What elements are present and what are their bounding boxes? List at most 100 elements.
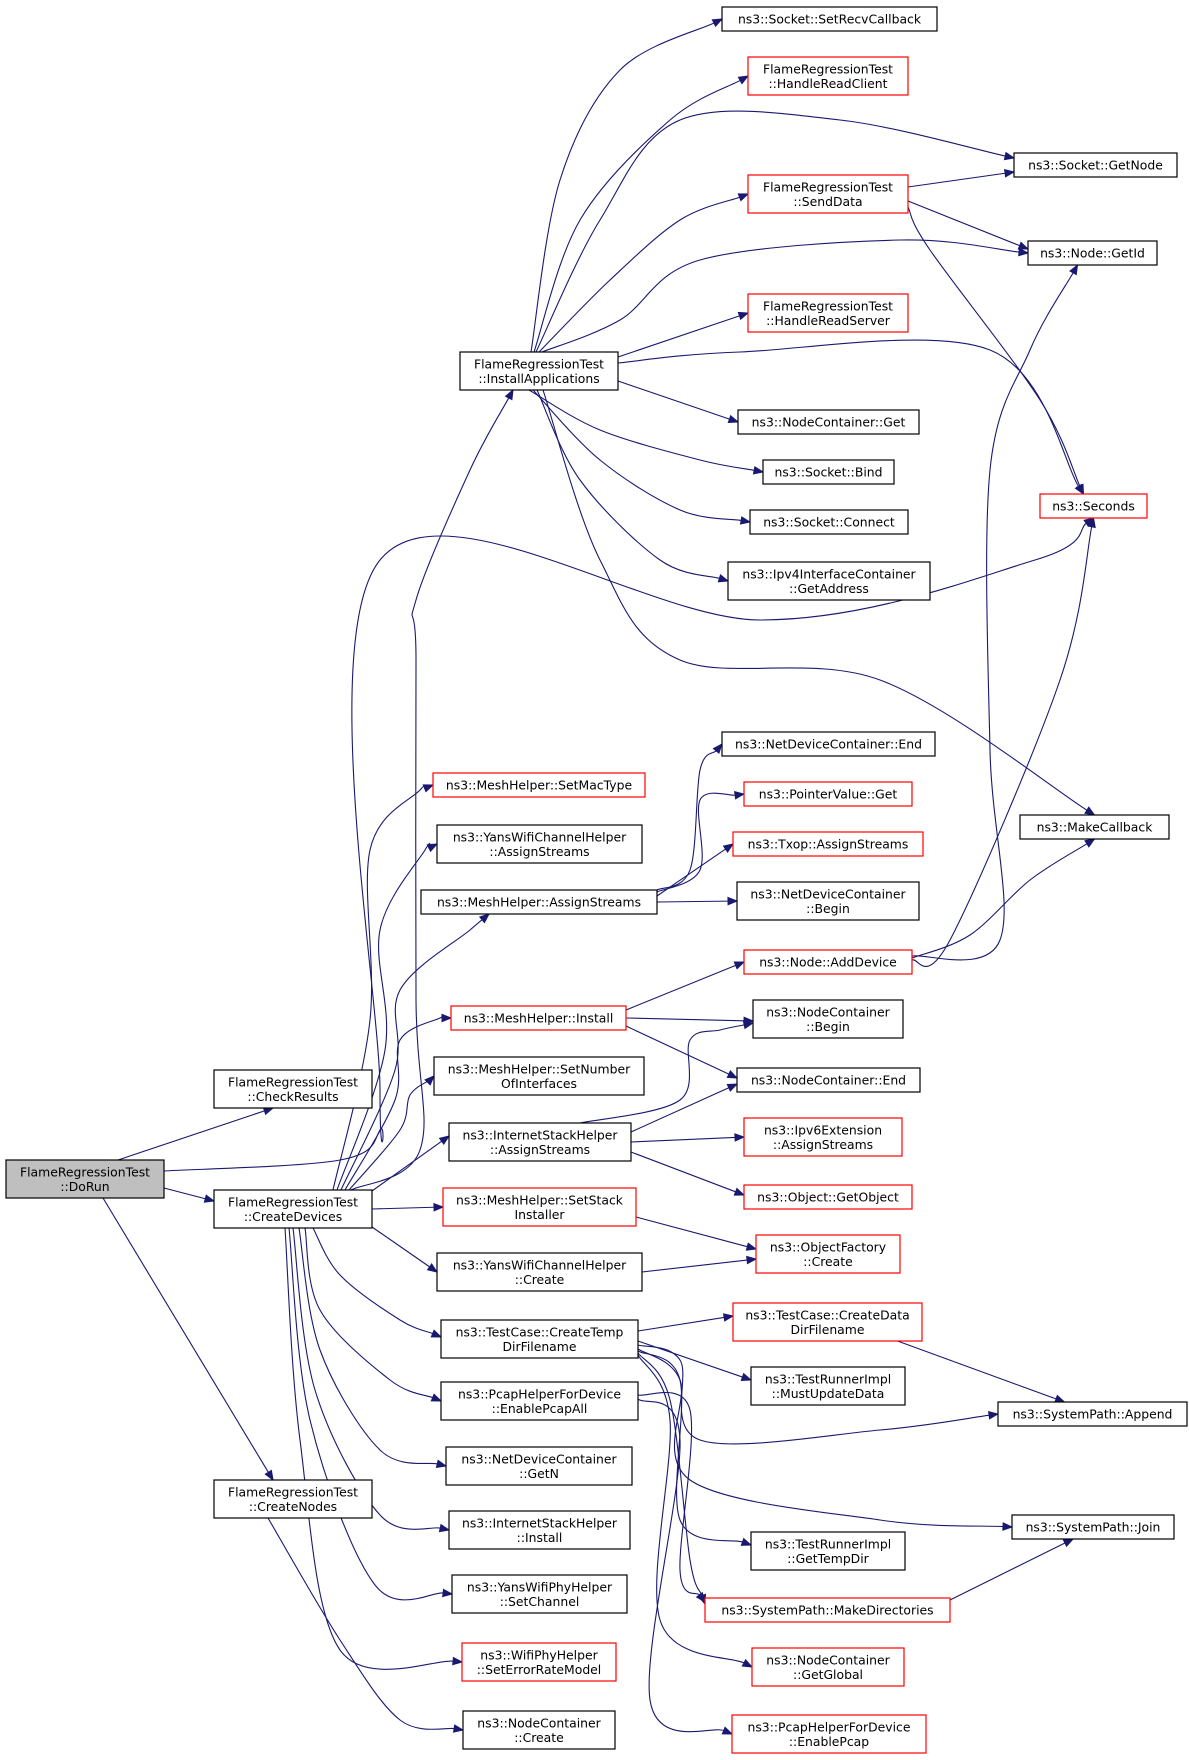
node-nodeadddevice[interactable]: ns3::Node::AddDevice — [743, 949, 913, 975]
node-box — [1011, 1514, 1175, 1540]
arrowhead — [433, 1202, 445, 1212]
node-label: ::Create — [514, 1730, 564, 1745]
node-mustupdate[interactable]: ns3::TestRunnerImpl::MustUpdateData — [750, 1366, 906, 1406]
node-checkresults[interactable]: FlameRegressionTest::CheckResults — [213, 1069, 373, 1109]
arrowhead — [1018, 247, 1030, 257]
node-yanschannelassign[interactable]: ns3::YansWifiChannelHelper::AssignStream… — [436, 824, 643, 864]
edge-installapps-to-handlereadserver — [617, 311, 750, 358]
node-dorun[interactable]: FlameRegressionTest::DoRun — [5, 1159, 165, 1199]
node-installapps[interactable]: FlameRegressionTest::InstallApplications — [459, 351, 619, 391]
node-pcapenableall[interactable]: ns3::PcapHelperForDevice::EnablePcapAll — [440, 1381, 639, 1421]
node-nodecontglobal[interactable]: ns3::NodeContainer::GetGlobal — [751, 1647, 905, 1687]
node-label: ns3::YansWifiPhyHelper — [467, 1579, 613, 1594]
node-label: ns3::NodeContainer::Get — [752, 415, 906, 430]
node-sysappend[interactable]: ns3::SystemPath::Append — [997, 1401, 1188, 1427]
node-label: ns3::SystemPath::Join — [1026, 1520, 1161, 1535]
arrowhead — [740, 1372, 753, 1382]
call-nodes: FlameRegressionTest::DoRunFlameRegressio… — [5, 6, 1188, 1754]
node-label: ns3::TestRunnerImpl — [765, 1371, 891, 1386]
node-box — [445, 1446, 633, 1486]
node-box — [751, 1647, 905, 1687]
node-label: ns3::TestCase::CreateData — [745, 1307, 909, 1322]
call-edges — [102, 18, 1096, 1735]
arrowhead — [727, 896, 739, 906]
node-pcapenable[interactable]: ns3::PcapHelperForDevice::EnablePcap — [731, 1714, 927, 1754]
node-box — [743, 1184, 913, 1210]
edge-createtempdir-to-makedirs — [637, 1352, 707, 1606]
node-label: ::HandleReadClient — [768, 76, 887, 91]
node-handlereadserver[interactable]: FlameRegressionTest::HandleReadServer — [747, 293, 909, 333]
node-label: ns3::SystemPath::MakeDirectories — [721, 1603, 933, 1618]
arrowhead — [742, 1020, 755, 1030]
node-box — [704, 1597, 951, 1623]
node-nodecontbegin[interactable]: ns3::NodeContainer::Begin — [752, 999, 904, 1039]
edge-setstackinst-to-objfactory — [635, 1216, 758, 1251]
node-createnodes[interactable]: FlameRegressionTest::CreateNodes — [213, 1479, 373, 1519]
node-netdevgetn[interactable]: ns3::NetDeviceContainer::GetN — [445, 1446, 633, 1486]
arrowhead — [745, 1242, 758, 1251]
node-setchannel[interactable]: ns3::YansWifiPhyHelper::SetChannel — [451, 1574, 628, 1614]
arrowhead — [438, 1135, 451, 1146]
edge-installapps-to-socketbind — [528, 389, 765, 475]
node-ipv6ext[interactable]: ns3::Ipv6Extension::AssignStreams — [743, 1117, 903, 1157]
edge-createtempdir-to-sysappend — [637, 1344, 1000, 1445]
node-label: ns3::PointerValue::Get — [759, 787, 898, 802]
node-objgetobject[interactable]: ns3::Object::GetObject — [743, 1184, 913, 1210]
arrowhead — [264, 1469, 274, 1482]
node-inetinstall[interactable]: ns3::InternetStackHelper::Install — [448, 1510, 631, 1550]
arrowhead — [426, 843, 439, 853]
node-senddata[interactable]: FlameRegressionTest::SendData — [747, 174, 909, 214]
edge-inetassign-to-ipv6ext — [630, 1133, 746, 1143]
node-setmactype[interactable]: ns3::MeshHelper::SetMacType — [432, 772, 646, 798]
node-socketconnect[interactable]: ns3::Socket::Connect — [749, 509, 909, 535]
node-socketbind[interactable]: ns3::Socket::Bind — [762, 459, 895, 485]
node-box — [448, 1122, 632, 1162]
node-meshinstall[interactable]: ns3::MeshHelper::Install — [450, 1005, 627, 1031]
node-nodecontend[interactable]: ns3::NodeContainer::End — [736, 1067, 921, 1093]
node-txopassign[interactable]: ns3::Txop::AssignStreams — [732, 831, 924, 857]
node-objfactory[interactable]: ns3::ObjectFactory::Create — [755, 1234, 901, 1274]
edge-createdevices-to-pcapenableall — [304, 1227, 443, 1402]
node-socketgetnode[interactable]: ns3::Socket::GetNode — [1013, 152, 1178, 178]
node-box — [448, 1510, 631, 1550]
arrowhead — [478, 913, 491, 924]
node-gettempdir[interactable]: ns3::TestRunnerImpl::GetTempDir — [750, 1531, 906, 1571]
node-box — [732, 831, 924, 857]
node-nodegetid[interactable]: ns3::Node::GetId — [1027, 240, 1158, 266]
node-seconds[interactable]: ns3::Seconds — [1039, 493, 1148, 519]
node-nodecontainerget[interactable]: ns3::NodeContainer::Get — [737, 409, 920, 435]
node-label: Installer — [514, 1207, 565, 1222]
node-pointervalueget[interactable]: ns3::PointerValue::Get — [743, 781, 913, 807]
edge-createdevices-to-createtempdir — [312, 1227, 443, 1338]
node-setrecvcallback[interactable]: ns3::Socket::SetRecvCallback — [721, 6, 938, 32]
node-netdevend[interactable]: ns3::NetDeviceContainer::End — [721, 731, 936, 757]
arrowhead — [726, 1083, 739, 1092]
node-label: ::EnablePcapAll — [492, 1401, 588, 1416]
node-label: ns3::Socket::SetRecvCallback — [738, 12, 922, 27]
node-yanschannelcreate[interactable]: ns3::YansWifiChannelHelper::Create — [436, 1252, 643, 1292]
node-box — [1027, 240, 1158, 266]
edge-senddata-to-seconds — [907, 206, 1085, 496]
edge-createtempdir-to-nodecontglobal — [637, 1354, 754, 1668]
node-meshassign[interactable]: ns3::MeshHelper::AssignStreams — [420, 889, 658, 915]
node-makedirs[interactable]: ns3::SystemPath::MakeDirectories — [704, 1597, 951, 1623]
node-sysjoin[interactable]: ns3::SystemPath::Join — [1011, 1514, 1175, 1540]
node-makecallback[interactable]: ns3::MakeCallback — [1019, 814, 1170, 840]
node-netdevbegin[interactable]: ns3::NetDeviceContainer::Begin — [736, 881, 920, 921]
node-createdevices[interactable]: FlameRegressionTest::CreateDevices — [213, 1189, 373, 1229]
node-handlereadclient[interactable]: FlameRegressionTest::HandleReadClient — [747, 56, 909, 96]
node-ipv4getaddress[interactable]: ns3::Ipv4InterfaceContainer::GetAddress — [727, 561, 931, 601]
node-box — [213, 1479, 373, 1519]
node-inetassign[interactable]: ns3::InternetStackHelper::AssignStreams — [448, 1122, 632, 1162]
node-label: ns3::Ipv6Extension — [764, 1122, 882, 1137]
node-nodecontcreate[interactable]: ns3::NodeContainer::Create — [462, 1710, 616, 1750]
node-seterrrate[interactable]: ns3::WifiPhyHelper::SetErrorRateModel — [461, 1642, 617, 1682]
node-label: ::AssignStreams — [489, 844, 589, 859]
node-label: ::Begin — [806, 1019, 850, 1034]
node-label: ::CheckResults — [247, 1089, 338, 1104]
